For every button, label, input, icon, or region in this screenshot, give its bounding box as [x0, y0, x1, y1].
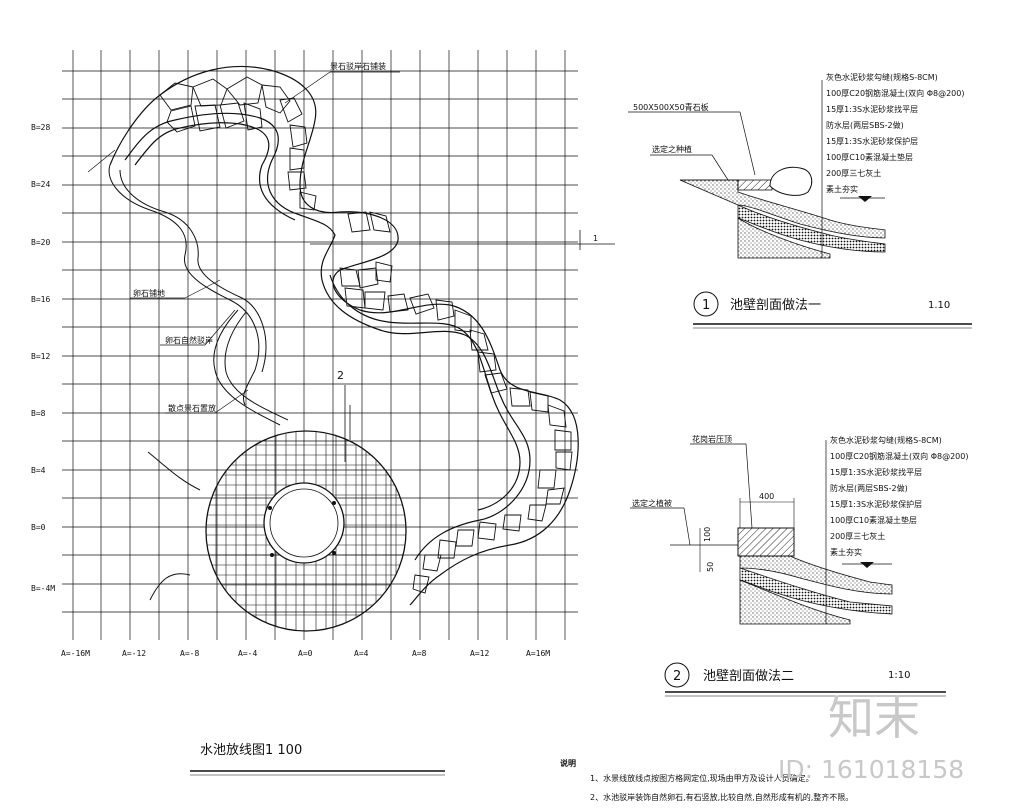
section-2-layer: 100厚C20钢筋混凝土(双向 Φ8@200): [830, 451, 968, 461]
section-1-label-stone: 500X500X50青石板: [633, 102, 709, 112]
b-axis-labels: B=28 B=24 B=20 B=16 B=12 B=8 B=4 B=0 B=-…: [31, 123, 55, 593]
b-label: B=16: [31, 295, 50, 304]
b-label: B=4: [31, 466, 46, 475]
section-1-layer: 防水层(两层SBS-2做): [826, 120, 904, 130]
section-2-scale: 1:10: [888, 670, 910, 681]
a-label: A=-4: [238, 649, 257, 658]
section-1-label-plant: 选定之种植: [652, 144, 692, 154]
notes-heading: 说明: [560, 758, 576, 768]
section-1-number: 1: [702, 298, 710, 313]
b-label: B=-4M: [31, 584, 55, 593]
b-label: B=20: [31, 238, 50, 247]
section-2-layer: 15厚1:3S水泥砂浆找平层: [830, 467, 922, 477]
section-1-scale: 1.10: [928, 300, 950, 311]
note-item: 1、水景线放线点按图方格网定位,现场由甲方及设计人员确定。: [590, 773, 814, 783]
section-2-drawing: [630, 440, 893, 625]
section-1-layer: 15厚1:3S水泥砂浆找平层: [826, 104, 918, 114]
a-label: A=12: [470, 649, 489, 658]
section-2-label-plant: 选定之植被: [632, 498, 672, 508]
plan-grid: [62, 50, 578, 640]
section-1-number-circle: [693, 291, 719, 317]
watermark-logo: 知末: [828, 691, 920, 745]
pond-outline: [109, 65, 579, 606]
watermark-id: ID: 161018158: [778, 755, 964, 784]
section-2-title: 池壁剖面做法二: [703, 669, 794, 684]
section-2-number: 2: [673, 669, 681, 684]
b-label: B=24: [31, 180, 50, 189]
a-label: A=-8: [180, 649, 199, 658]
a-label: A=4: [354, 649, 369, 658]
stone-paving: [159, 76, 573, 594]
a-label: A=0: [298, 649, 313, 658]
section-1-layer: 15厚1:3S水泥砂浆保护层: [826, 136, 918, 146]
callout-scatter-stones: 散点景石置放: [168, 403, 216, 413]
section-2-dim-height: 100: [703, 527, 712, 542]
a-label: A=8: [412, 649, 427, 658]
callout-pebble-bank: 卵石自然驳岸: [165, 335, 213, 345]
path-lines: [108, 164, 289, 601]
section-1-layer: 灰色水泥砂浆勾缝(规格S-8CM): [826, 72, 938, 82]
callout-leaders: [87, 71, 400, 414]
b-label: B=12: [31, 352, 50, 361]
section-1-layer: 200厚三七灰土: [826, 168, 881, 178]
section-1-layer: 100厚C10素混凝土垫层: [826, 152, 913, 162]
section-2-label-coping: 花岗岩压顶: [692, 434, 732, 444]
section-2-layer: 200厚三七灰土: [830, 531, 885, 541]
section-2-dim-width: 400: [759, 492, 774, 501]
section-1-layer: 素土夯实: [826, 184, 858, 194]
a-axis-labels: A=-16M A=-12 A=-8 A=-4 A=0 A=4 A=8 A=12 …: [61, 649, 550, 658]
section-2-dim-base: 50: [706, 562, 715, 572]
a-label: A=-12: [122, 649, 146, 658]
section-2-layer: 100厚C10素混凝土垫层: [830, 515, 917, 525]
section-2-layer: 防水层(两层SBS-2做): [830, 483, 908, 493]
b-label: B=0: [31, 523, 46, 532]
round-plaza: [205, 430, 407, 632]
callout-stone-paving: 景石驳岸石铺装: [330, 61, 386, 71]
section-1-drawing: [628, 80, 886, 259]
section-1-title: 池壁剖面做法一: [730, 298, 821, 313]
a-label: A=16M: [526, 649, 550, 658]
note-item: 2、水池驳岸装饰自然卵石,有石竖放,比较自然,自然形成有机的,整齐不限。: [590, 792, 853, 802]
callout-pebble: 卵石铺地: [133, 288, 165, 298]
section-cut-1: [310, 230, 615, 250]
b-label: B=8: [31, 409, 46, 418]
section-1-layer: 100厚C20钢筋混凝土(双向 Φ8@200): [826, 88, 964, 98]
section-2-layer: 素土夯实: [830, 547, 862, 557]
section-1-layer-list: 灰色水泥砂浆勾缝(规格S-8CM) 100厚C20钢筋混凝土(双向 Φ8@200…: [826, 72, 964, 194]
b-label: B=28: [31, 123, 50, 132]
section-2-layer-list: 灰色水泥砂浆勾缝(规格S-8CM) 100厚C20钢筋混凝土(双向 Φ8@200…: [830, 435, 968, 557]
section-cut-2: [344, 385, 351, 462]
section-cut-1-label: 1: [593, 234, 598, 243]
section-2-layer: 灰色水泥砂浆勾缝(规格S-8CM): [830, 435, 942, 445]
section-cut-2-label: 2: [337, 369, 344, 382]
section-2-number-circle: [664, 662, 690, 688]
plan-title: 水池放线图1 100: [200, 743, 302, 758]
a-label: A=-16M: [61, 649, 90, 658]
section-2-layer: 15厚1:3S水泥砂浆保护层: [830, 499, 922, 509]
